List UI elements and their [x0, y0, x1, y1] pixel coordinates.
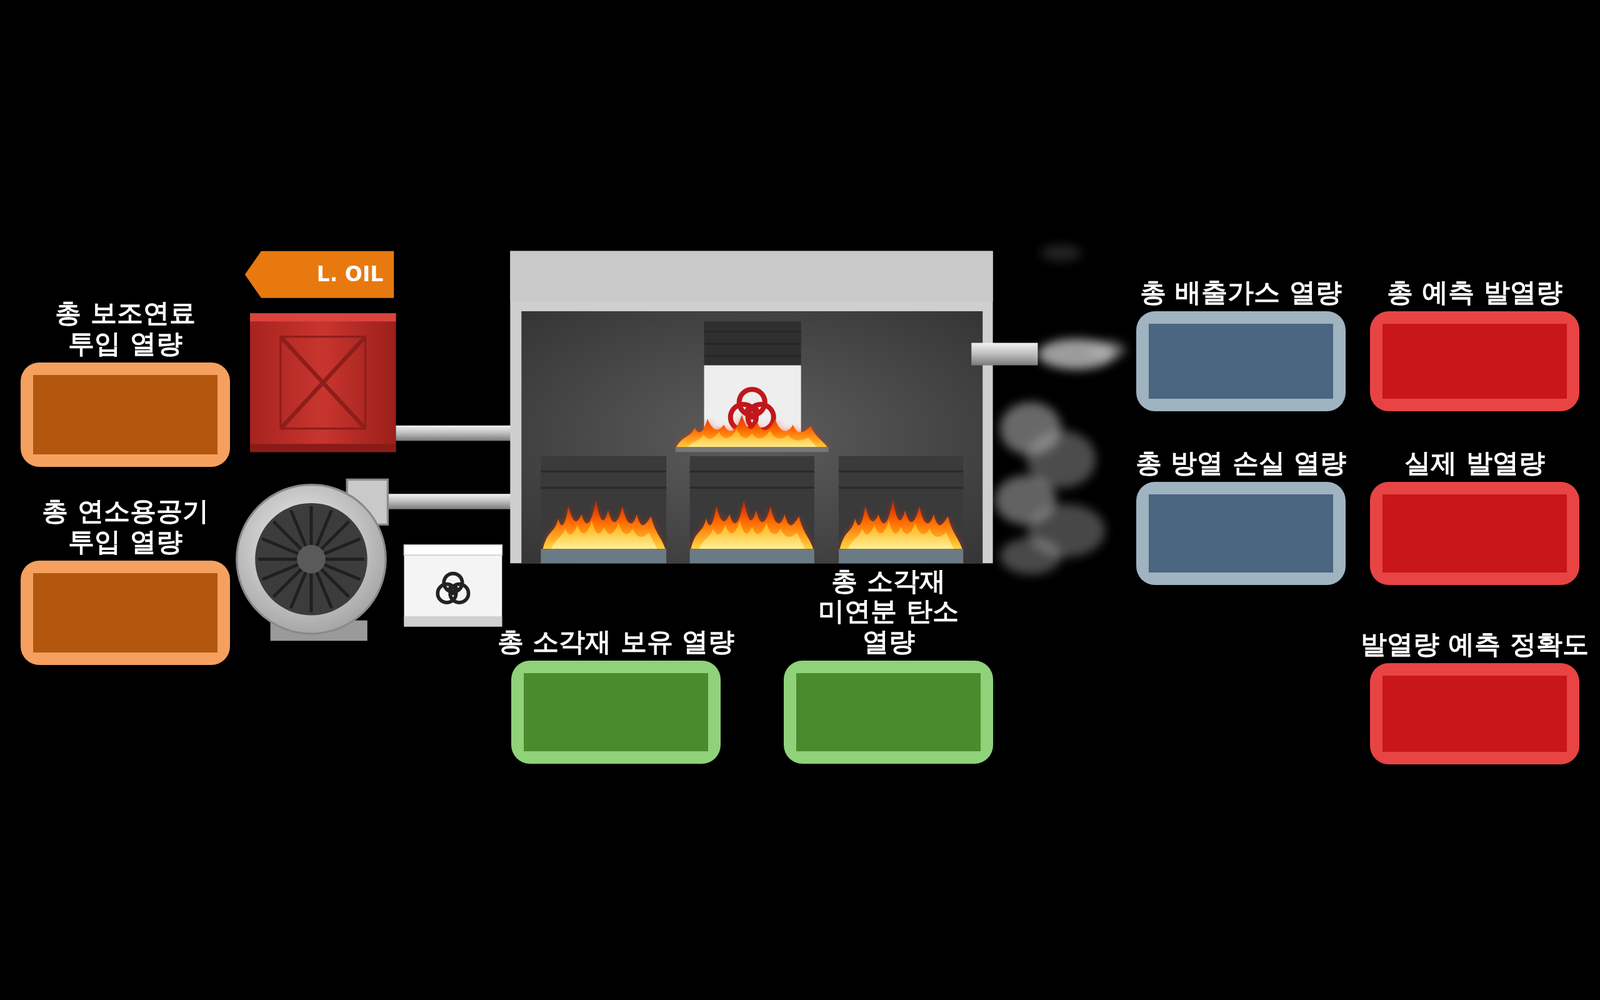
heading-text: 실제 발열량	[1351, 448, 1599, 479]
heading-text: 총 연소용공기 투입 열량	[31, 496, 220, 557]
box-heading: 총 소각재 보유 열량	[492, 626, 740, 657]
value-box: 총 소각재 미연분 탄소 열량	[783, 660, 994, 764]
heading-text: 총 배출가스 열량	[1117, 277, 1365, 308]
heading-text: 총 보조연료 투입 열량	[31, 298, 220, 359]
exhaust-pipe	[971, 343, 1038, 366]
fuel-pipe	[395, 425, 527, 441]
value-field	[1148, 494, 1334, 573]
value-box: 발열량 예측 정확도	[1370, 663, 1580, 765]
value-box: 실제 발열량	[1370, 481, 1580, 585]
oil-tag	[245, 251, 394, 299]
heading-text: 발열량 예측 정확도	[1351, 629, 1599, 660]
biohazard-box	[404, 545, 503, 627]
heading-text: 총 방열 손실 열량	[1117, 448, 1365, 479]
value-field	[1382, 323, 1567, 399]
heading-text: 총 예측 발열량	[1351, 277, 1599, 308]
box-heading: 총 예측 발열량	[1351, 277, 1599, 308]
smoke	[995, 245, 1126, 575]
tag-label: L. OIL	[316, 263, 384, 286]
value-field	[1382, 675, 1567, 752]
value-field	[796, 673, 981, 752]
value-field	[523, 673, 709, 752]
value-box: 총 방열 손실 열량	[1136, 481, 1346, 585]
value-box: 총 배출가스 열량	[1136, 311, 1346, 412]
box-heading: 발열량 예측 정확도	[1351, 629, 1599, 660]
blower-fan	[236, 479, 389, 641]
value-field	[33, 573, 218, 653]
value-box: 총 예측 발열량	[1370, 311, 1580, 412]
incinerator	[510, 251, 993, 564]
value-field	[1148, 323, 1334, 399]
box-heading: 총 배출가스 열량	[1117, 277, 1365, 308]
value-box: 총 보조연료 투입 열량	[20, 362, 230, 467]
box-heading: 총 방열 손실 열량	[1117, 448, 1365, 479]
box-heading: 총 보조연료 투입 열량	[31, 298, 220, 359]
fuel-tank	[250, 313, 396, 452]
air-pipe	[385, 493, 527, 509]
heading-text: 총 소각재 미연분 탄소 열량	[795, 566, 983, 657]
heading-text: 총 소각재 보유 열량	[492, 626, 740, 657]
value-box: 총 소각재 보유 열량	[511, 660, 721, 764]
box-heading: 총 소각재 미연분 탄소 열량	[795, 566, 983, 657]
box-heading: 총 연소용공기 투입 열량	[31, 496, 220, 557]
value-field	[1382, 494, 1567, 573]
value-box: 총 연소용공기 투입 열량	[20, 560, 230, 665]
box-heading: 실제 발열량	[1351, 448, 1599, 479]
value-field	[33, 375, 218, 455]
